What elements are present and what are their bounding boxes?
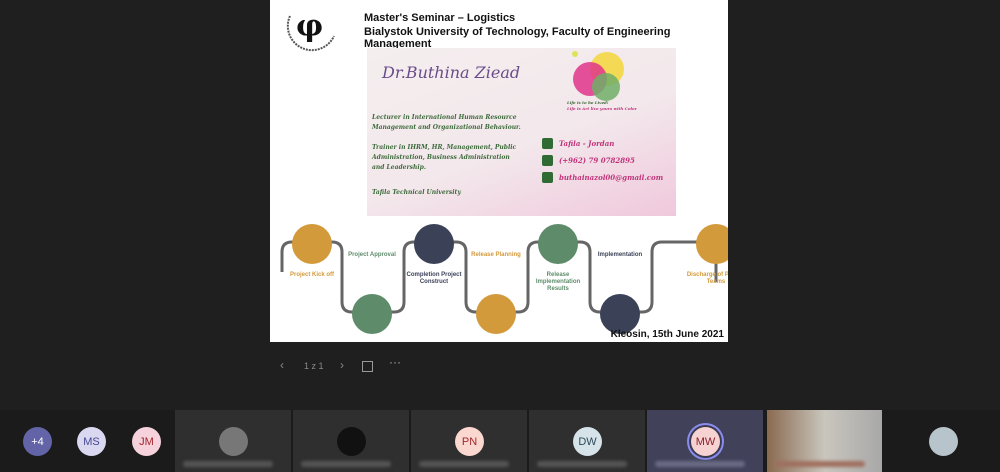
svg-text:φ: φ [296, 9, 323, 44]
page-indicator: 1 z 1 [304, 361, 324, 371]
process-step-icon [414, 224, 454, 264]
slogan-1: Life is to be Lived! [567, 100, 609, 105]
participant-avatar[interactable]: MS [77, 427, 106, 456]
process-step-label: Project Approval [348, 252, 396, 258]
globe-icon [542, 172, 553, 183]
process-step-icon [352, 294, 392, 334]
participant-tile[interactable]: PN [411, 410, 528, 472]
next-page-button[interactable]: › [340, 358, 344, 372]
participant-avatar: MW [691, 427, 720, 456]
business-card: Dr.Buthina Ziead Life is to be Lived!Lif… [367, 48, 676, 216]
participant-photo [219, 427, 248, 456]
slide-title: Master's Seminar – Logistics [364, 12, 516, 24]
participant-avatar: DW [573, 427, 602, 456]
process-step-label: Project Kick off [289, 272, 334, 278]
process-step-label: Release Implementation Results [535, 272, 581, 292]
overflow-participants-button[interactable]: +4 [23, 427, 52, 456]
participant-tile[interactable] [293, 410, 410, 472]
participants-strip: +4 MS JM PN DW MW [0, 410, 1000, 472]
previous-page-button[interactable]: ‹ [280, 358, 284, 372]
participant-tile[interactable]: DW [529, 410, 646, 472]
process-step-label: Release Planning [471, 252, 521, 258]
card-university: Tafila Technical University [372, 189, 461, 196]
card-phone: (+962) 79 0782895 [559, 156, 635, 165]
phone-icon [542, 155, 553, 166]
participant-video[interactable] [767, 410, 883, 472]
participant-avatar: PN [455, 427, 484, 456]
slide-subtitle: Bialystok University of Technology, Facu… [364, 26, 671, 50]
slogan-2: Life is Art live yours with Color [567, 106, 637, 111]
card-email: buthainazol00@gmail.com [559, 173, 664, 182]
card-name: Dr.Buthina Ziead [382, 63, 521, 82]
process-step-icon [696, 224, 728, 264]
grid-view-icon[interactable] [362, 361, 373, 372]
location-icon [542, 138, 553, 149]
card-trainer: Trainer in IHRM, HR, Management, Public … [372, 144, 517, 171]
university-logo: φ [286, 9, 335, 52]
process-step-icon [476, 294, 516, 334]
more-options-icon[interactable]: ··· [389, 355, 401, 369]
process-step-icon [600, 294, 640, 334]
process-step-label: Implementation [597, 252, 643, 258]
card-location: Tafila - Jordan [559, 139, 615, 148]
shared-slide: φ Master's Seminar – Logistics Bialystok… [270, 0, 728, 342]
process-step-icon [292, 224, 332, 264]
self-avatar[interactable] [929, 427, 958, 456]
process-step-label: Completion Project Construct [406, 272, 462, 285]
slide-date: Kleosin, 15th June 2021 [610, 329, 724, 340]
participant-tile[interactable] [175, 410, 292, 472]
process-step-label: Discharge of Project Teams [686, 272, 728, 285]
participant-photo [337, 427, 366, 456]
process-step-icon [538, 224, 578, 264]
participant-avatar[interactable]: JM [132, 427, 161, 456]
card-lecturer: Lecturer in International Human Resource… [372, 114, 521, 131]
participant-tile-speaking[interactable]: MW [647, 410, 764, 472]
